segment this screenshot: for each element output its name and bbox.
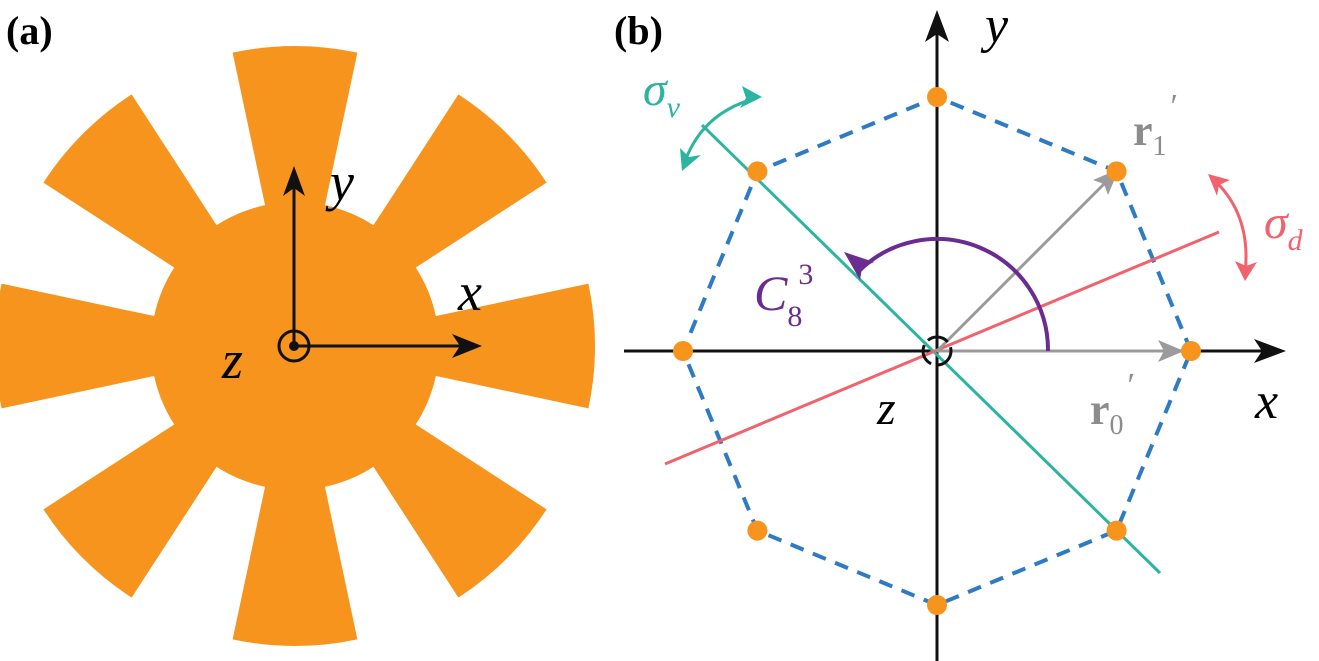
sigma-d-arrowhead-bottom: [1235, 261, 1257, 281]
r0-label: r0′: [1090, 367, 1135, 441]
sigma-d-arrowhead-top: [1208, 174, 1230, 196]
r1-vector-line: [935, 179, 1109, 353]
octagon-vertex: [927, 595, 947, 615]
r0-subscript: 0: [1110, 410, 1124, 441]
octagon-vertex: [673, 341, 693, 361]
r1-subscript: 1: [1153, 131, 1167, 162]
panel-b-label: (b): [614, 8, 663, 53]
c8-rotation-arrowhead: [844, 252, 874, 280]
sigma-v-curved-arrow: [682, 96, 758, 165]
c8-label: C8 3: [754, 258, 813, 333]
a-y-arrowhead: [283, 166, 305, 196]
a-z-out-of-plane-symbol: [277, 329, 311, 363]
sigma-v-label: σv: [643, 63, 681, 124]
sigma-d-subscript: d: [1288, 224, 1304, 257]
star-arm: [43, 346, 296, 598]
c8-rotation-arc: [856, 236, 1051, 352]
r0-prime: ′: [1128, 367, 1135, 404]
a-z-dot: [289, 341, 299, 351]
octagon-vertex: [747, 520, 768, 541]
octagon-vertex: [1106, 520, 1127, 541]
panel-a-label: (a): [6, 8, 53, 53]
octagon-vertex: [747, 161, 768, 182]
b-x-label: x: [1254, 373, 1278, 430]
octagon-vertices: [673, 87, 1201, 615]
b-z-out-of-plane-symbol: [921, 335, 953, 367]
panel-b: (b) y x z σv: [614, 0, 1304, 661]
sigma-v-arrowhead-top: [740, 86, 762, 108]
sigma-d-label: σd: [1264, 196, 1304, 257]
a-y-label: y: [325, 152, 354, 212]
r1-label: r1′: [1133, 88, 1178, 162]
star-arm: [0, 283, 295, 409]
a-x-label: x: [457, 262, 482, 322]
star-arm: [232, 346, 358, 646]
star-arm: [43, 94, 296, 347]
r1-symbol: r: [1133, 106, 1153, 155]
sigma-d-curved-arrow: [1210, 176, 1248, 275]
sigma-v-symbol: σ: [643, 63, 669, 116]
c8-subscript: 8: [787, 300, 802, 333]
b-z-label: z: [876, 382, 896, 435]
octagon-vertex: [927, 87, 947, 107]
r1-prime: ′: [1171, 88, 1178, 125]
star-arms: [0, 46, 595, 646]
sigma-v-mirror-line: [700, 123, 1162, 575]
star-shape: [0, 46, 595, 646]
star-arm: [295, 346, 547, 598]
b-x-arrowhead: [1254, 339, 1286, 363]
b-y-label: y: [980, 0, 1009, 54]
c8-symbol: C: [754, 265, 788, 321]
sigma-d-symbol: σ: [1264, 196, 1290, 249]
sigma-v-subscript: v: [667, 91, 681, 124]
octagon-vertex: [1181, 341, 1201, 361]
a-z-label: z: [221, 330, 243, 390]
sigma-v-arrowhead-bottom: [680, 148, 701, 171]
c8-superscript: 3: [798, 258, 813, 291]
star-arm: [295, 94, 547, 347]
r0-symbol: r: [1090, 385, 1110, 434]
panel-a: (a) y x z: [0, 8, 595, 646]
a-x-arrowhead: [452, 334, 482, 358]
b-y-arrowhead: [925, 10, 949, 42]
r0-vector-arrowhead: [1158, 340, 1184, 362]
octagon-vertex: [1106, 161, 1127, 182]
